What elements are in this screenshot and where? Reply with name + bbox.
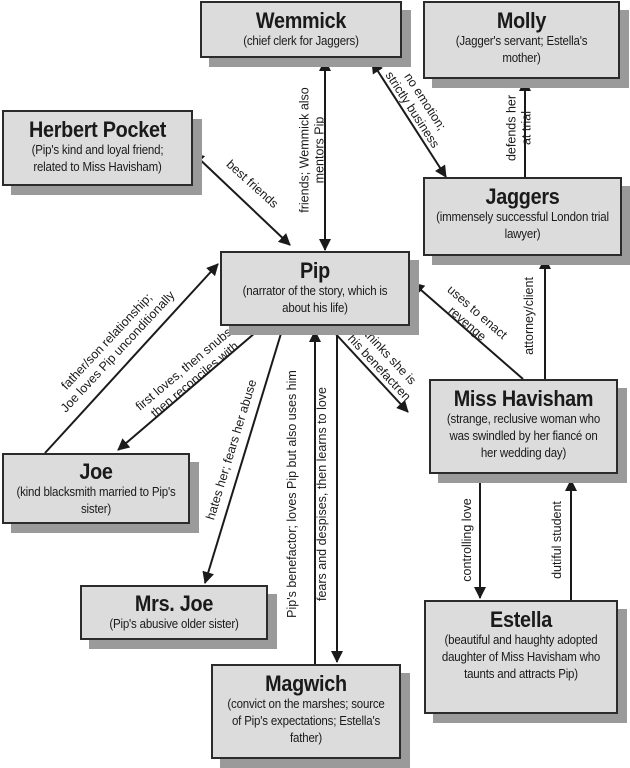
edge-magwich-pip: Pip's benefactor; loves Pip but also use… [285, 330, 321, 664]
node-description: (convict on the marshes; source of Pip's… [227, 697, 385, 745]
edge-label: controlling love [460, 498, 474, 581]
edge-label: attorney/client [522, 277, 536, 355]
edge-label-line: defends her [505, 95, 519, 161]
node-molly: Molly (Jagger's servant; Estella's mothe… [423, 1, 620, 79]
node-name: Molly [496, 8, 547, 33]
edge-label: hates her; fears her abuse [203, 378, 259, 522]
edge-label-line: best friends [224, 157, 281, 211]
edge-label-line: controlling love [460, 498, 474, 581]
edge-label-line: Pip's benefactor; loves Pip but also use… [285, 370, 299, 618]
node-name: Herbert Pocket [28, 117, 167, 142]
node-name: Miss Havisham [453, 386, 594, 411]
node-jaggers: Jaggers (immensely successful London tri… [423, 177, 622, 256]
edge-label-line: hates her; fears her abuse [203, 378, 259, 522]
node-description: (narrator of the story, which is about h… [242, 284, 388, 315]
edge-label: uses to enactrevenge [435, 283, 511, 354]
node-name: Wemmick [255, 8, 347, 33]
node-name: Magwich [265, 671, 347, 696]
node-magwich: Magwich (convict on the marshes; source … [211, 664, 401, 759]
node-pip: Pip (narrator of the story, which is abo… [220, 251, 410, 326]
node-description: (kind blacksmith married to Pip's sister… [16, 485, 176, 516]
edge-label: friends; Wemmick alsomentors Pip [298, 87, 327, 213]
node-description: (Pip's kind and loyal friend; related to… [31, 143, 164, 174]
node-miss-havisham: Miss Havisham (strange, reclusive woman … [429, 379, 618, 474]
edge-label-line: friends; Wemmick also [298, 87, 312, 213]
node-name: Pip [299, 258, 330, 283]
edge-arrow [202, 326, 284, 584]
node-herbert-pocket: Herbert Pocket (Pip's kind and loyal fri… [2, 110, 193, 186]
node-name: Estella [490, 607, 552, 632]
node-description: (Pip's abusive older sister) [109, 617, 239, 631]
edge-jaggers-molly: defends herat trial [505, 79, 534, 177]
edge-label: defends herat trial [505, 95, 534, 161]
node-mrs-joe: Mrs. Joe (Pip's abusive older sister) [80, 585, 268, 640]
edge-pip-magwich: fears and despises, then learns to love [315, 327, 343, 663]
edge-label: fears and despises, then learns to love [315, 387, 329, 601]
edge-arrow [332, 330, 409, 413]
node-wemmick: Wemmick (chief clerk for Jaggers) [200, 1, 402, 58]
node-name: Joe [79, 459, 113, 484]
edge-pip-havisham: thinks she ishis benefactren [332, 321, 425, 413]
edge-havisham-jaggers: attorney/client [522, 257, 551, 379]
edge-herbert-pip: best friends [192, 152, 291, 246]
node-name: Mrs. Joe [134, 591, 214, 616]
edge-arrow [192, 152, 291, 246]
edge-label-line: dutiful student [550, 501, 564, 579]
node-name: Jaggers [485, 184, 560, 209]
node-description: (Jagger's servant; Estella's mother) [455, 34, 588, 65]
edge-label-line: father/son relationship; [58, 290, 154, 392]
edge-label-line: fears and despises, then learns to love [315, 387, 329, 601]
node-description: (chief clerk for Jaggers) [243, 34, 359, 48]
node-estella: Estella (beautiful and haughty adopted d… [424, 600, 618, 714]
edge-havisham-pip: uses to enactrevenge [412, 282, 524, 380]
node-description: (immensely successful London trial lawye… [436, 210, 609, 241]
edge-label: Pip's benefactor; loves Pip but also use… [285, 370, 299, 618]
edge-label-line: mentors Pip [313, 117, 327, 184]
node-description: (beautiful and haughty adopted daughter … [441, 633, 601, 681]
edge-label-line: first loves, then snubs, [133, 323, 237, 414]
edge-arrow [44, 263, 219, 454]
edge-label-line: attorney/client [522, 277, 536, 355]
edge-label: best friends [224, 157, 281, 211]
edge-arrow [117, 326, 263, 451]
edge-havisham-estella: controlling love [460, 478, 486, 599]
edge-arrow [371, 61, 447, 178]
edge-label: dutiful student [550, 501, 564, 579]
edge-label: thinks she ishis benefactren [345, 321, 425, 403]
edge-estella-havisham: dutiful student [550, 479, 577, 600]
node-description: (strange, reclusive woman who was swindl… [446, 412, 601, 460]
edge-arrow [412, 282, 524, 380]
edge-label-line: at trial [520, 111, 534, 145]
edge-wemmick-pip: friends; Wemmick alsomentors Pip [298, 59, 331, 251]
node-joe: Joe (kind blacksmith married to Pip's si… [2, 453, 190, 524]
